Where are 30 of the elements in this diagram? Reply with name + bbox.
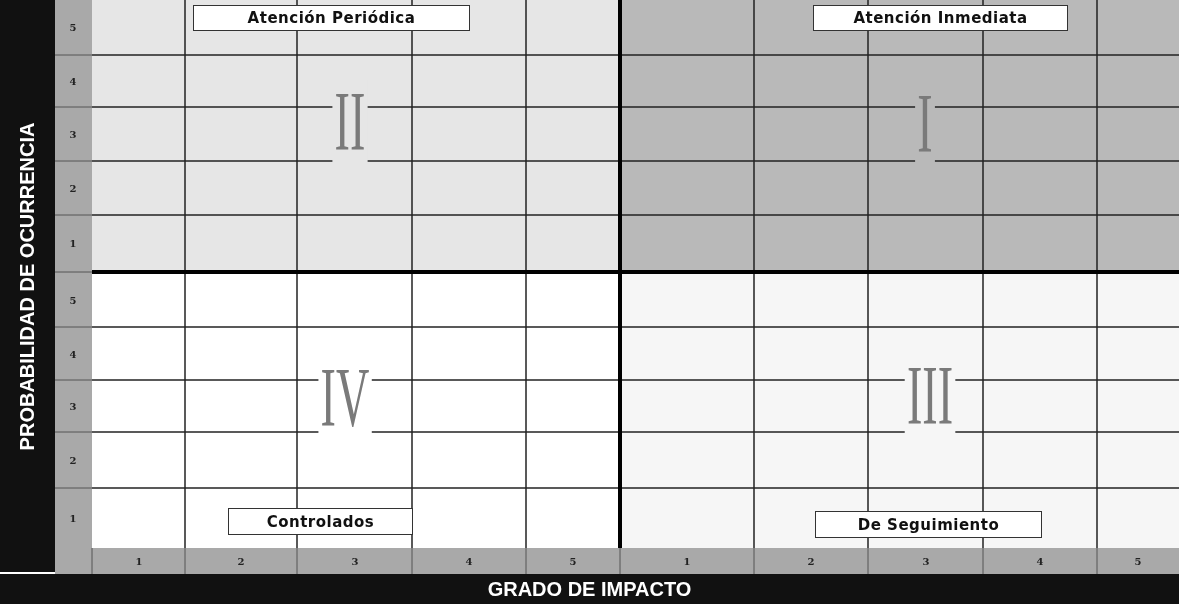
axis-tick-label: 5 — [69, 21, 77, 33]
quadrant-panel — [92, 272, 620, 548]
quadrant-panel — [620, 0, 1179, 272]
axis-tick-label: 4 — [69, 75, 77, 87]
axis-tick-label: 5 — [1134, 555, 1142, 567]
axis-tick-label: 2 — [237, 555, 245, 567]
axis-tick-label: 2 — [69, 182, 77, 194]
axis-tick-label: 3 — [922, 555, 930, 567]
axis-tick-label: 3 — [351, 555, 359, 567]
axis-title: PROBABILIDAD DE OCURRENCIA — [16, 122, 39, 450]
quadrant-panel — [92, 0, 620, 272]
axis-title: GRADO DE IMPACTO — [487, 577, 692, 601]
axis-tick-label: 1 — [135, 555, 143, 567]
axis-tick-label: 1 — [69, 512, 77, 524]
axis-tick-label: 4 — [465, 555, 473, 567]
axis-tick-label: 5 — [569, 555, 577, 567]
quadrant-label: Atención Periódica — [193, 5, 470, 31]
axis-tick-label: 2 — [69, 454, 77, 466]
axis-tick-label: 4 — [1036, 555, 1044, 567]
axis-tick-label: 3 — [69, 400, 77, 412]
axis-tick-label: 1 — [683, 555, 691, 567]
axis-tick-label: 3 — [69, 128, 77, 140]
quadrant-label: Atención Inmediata — [813, 5, 1068, 31]
quadrant-panel — [620, 272, 1179, 548]
axis-tick-label: 1 — [69, 237, 77, 249]
quadrant-label: Controlados — [228, 508, 413, 535]
quadrant-label: De Seguimiento — [815, 511, 1042, 538]
axis-tick-label: 5 — [69, 294, 77, 306]
axis-tick-label: 4 — [69, 348, 77, 360]
axis-tick-label: 2 — [807, 555, 815, 567]
